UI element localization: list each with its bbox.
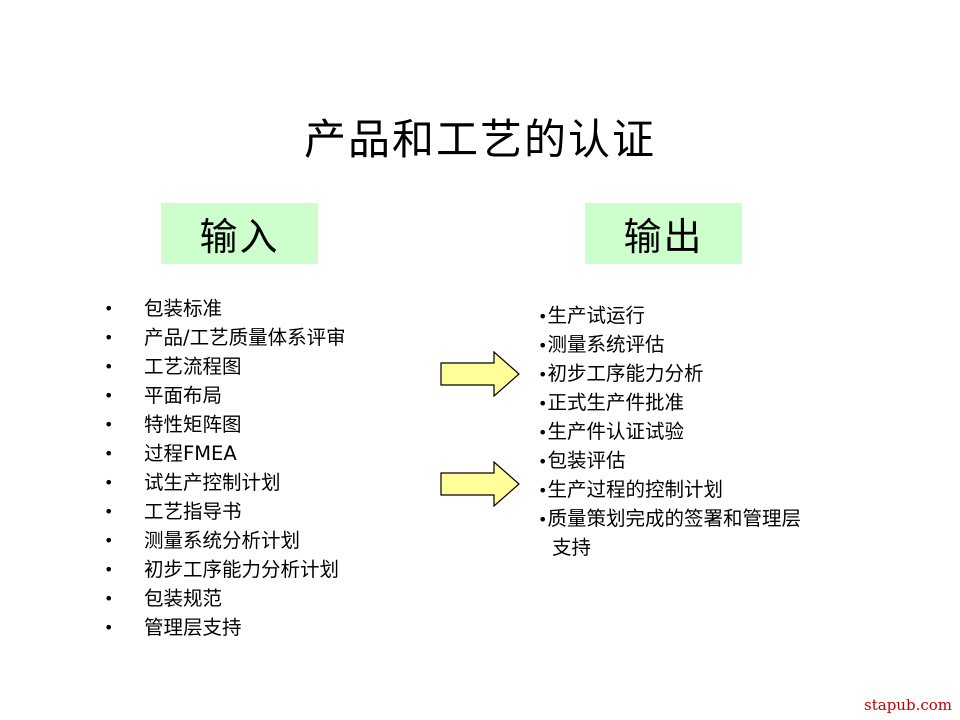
list-item: • 管理层支持: [100, 613, 346, 642]
list-item: •生产试运行: [538, 301, 801, 330]
list-item: • 工艺指导书: [100, 497, 346, 526]
list-item: • 包装规范: [100, 584, 346, 613]
list-item: • 初步工序能力分析计划: [100, 555, 346, 584]
list-item: •生产件认证试验: [538, 417, 801, 446]
right-arrow-icon: [440, 461, 520, 507]
bullet: •: [538, 510, 548, 529]
input-item-text: 过程FMEA: [144, 442, 237, 465]
bullet: •: [538, 307, 548, 326]
output-item-text: 生产件认证试验: [547, 420, 684, 443]
bullet: •: [104, 531, 114, 550]
bullet: •: [538, 452, 548, 471]
input-item-text: 包装规范: [144, 587, 223, 610]
input-item-text: 特性矩阵图: [144, 413, 242, 436]
bullet: •: [104, 415, 114, 434]
bullet: •: [104, 560, 114, 579]
bullet: •: [538, 336, 548, 355]
output-item-text: 生产过程的控制计划: [547, 478, 723, 501]
output-item-text: 正式生产件批准: [547, 391, 684, 414]
list-item: • 特性矩阵图: [100, 410, 346, 439]
slide-title: 产品和工艺的认证: [303, 115, 656, 164]
input-item-text: 试生产控制计划: [144, 471, 281, 494]
list-item: •包装评估: [538, 446, 801, 475]
bullet: •: [104, 589, 114, 608]
list-item: •质量策划完成的签署和管理层: [538, 504, 801, 533]
bullet: •: [538, 423, 548, 442]
output-item-text: 质量策划完成的签署和管理层: [547, 507, 801, 530]
bullet: •: [104, 618, 114, 637]
list-item: • 产品/工艺质量体系评审: [100, 323, 346, 352]
bullet: •: [104, 357, 114, 376]
output-header: 输出: [585, 203, 742, 264]
input-item-text: 工艺指导书: [144, 500, 242, 523]
arrow-shape: [440, 461, 520, 507]
output-item-text: 生产试运行: [547, 304, 645, 327]
output-list: •生产试运行 •测量系统评估 •初步工序能力分析 •正式生产件批准 •生产件认证…: [538, 301, 801, 562]
list-item: • 试生产控制计划: [100, 468, 346, 497]
input-header: 输入: [161, 203, 318, 264]
list-item-continuation: 支持: [538, 533, 801, 562]
bullet: •: [538, 365, 548, 384]
input-item-text: 初步工序能力分析计划: [144, 558, 340, 581]
input-item-text: 产品/工艺质量体系评审: [144, 326, 346, 349]
list-item: •生产过程的控制计划: [538, 475, 801, 504]
bullet: •: [104, 299, 114, 318]
list-item: •初步工序能力分析: [538, 359, 801, 388]
input-item-text: 工艺流程图: [144, 355, 242, 378]
right-arrow-icon: [440, 351, 520, 397]
bullet: •: [104, 473, 114, 492]
output-item-text: 初步工序能力分析: [547, 362, 704, 385]
output-item-text: 包装评估: [547, 449, 626, 472]
list-item: • 包装标准: [100, 294, 346, 323]
bullet: •: [538, 394, 548, 413]
output-item-text: 测量系统评估: [547, 333, 665, 356]
input-list: • 包装标准 • 产品/工艺质量体系评审 • 工艺流程图 • 平面布局 • 特性矩阵图 •…: [100, 294, 346, 642]
bullet: •: [104, 502, 114, 521]
list-item: • 过程FMEA: [100, 439, 346, 468]
input-item-text: 测量系统分析计划: [144, 529, 301, 552]
list-item: •正式生产件批准: [538, 388, 801, 417]
bullet: •: [104, 328, 114, 347]
arrow-shape: [440, 351, 520, 397]
watermark: stapub.com: [864, 696, 952, 714]
bullet: •: [538, 481, 548, 500]
list-item: • 工艺流程图: [100, 352, 346, 381]
input-item-text: 管理层支持: [144, 616, 242, 639]
list-item: • 测量系统分析计划: [100, 526, 346, 555]
bullet: •: [104, 444, 114, 463]
output-item-text: 支持: [552, 536, 592, 559]
list-item: •测量系统评估: [538, 330, 801, 359]
bullet: •: [104, 386, 114, 405]
input-item-text: 包装标准: [144, 297, 223, 320]
input-item-text: 平面布局: [144, 384, 223, 407]
list-item: • 平面布局: [100, 381, 346, 410]
